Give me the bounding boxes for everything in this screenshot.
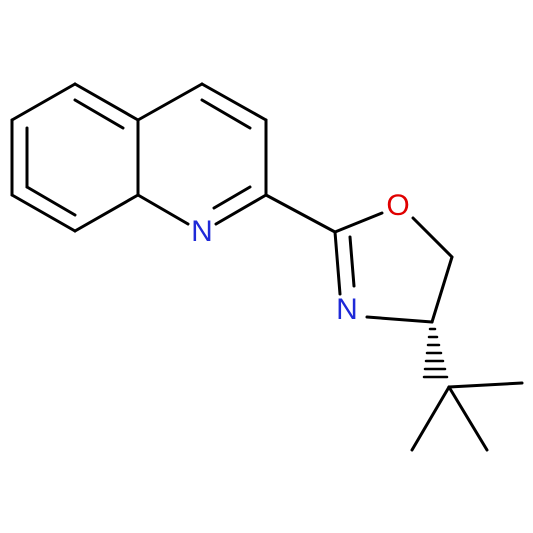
tert-butyl-group <box>410 381 524 452</box>
quinoline-nitrogen-label: N <box>191 215 213 248</box>
oxazoline-ring <box>333 211 454 324</box>
pyridine-ring <box>136 82 268 226</box>
oxazoline-nitrogen-label: N <box>336 293 358 326</box>
oxazoline-oxygen-label: O <box>386 189 409 222</box>
stereo-hash-bond <box>422 327 449 379</box>
benzo-ring <box>10 82 140 233</box>
biaryl-bond <box>264 193 337 234</box>
